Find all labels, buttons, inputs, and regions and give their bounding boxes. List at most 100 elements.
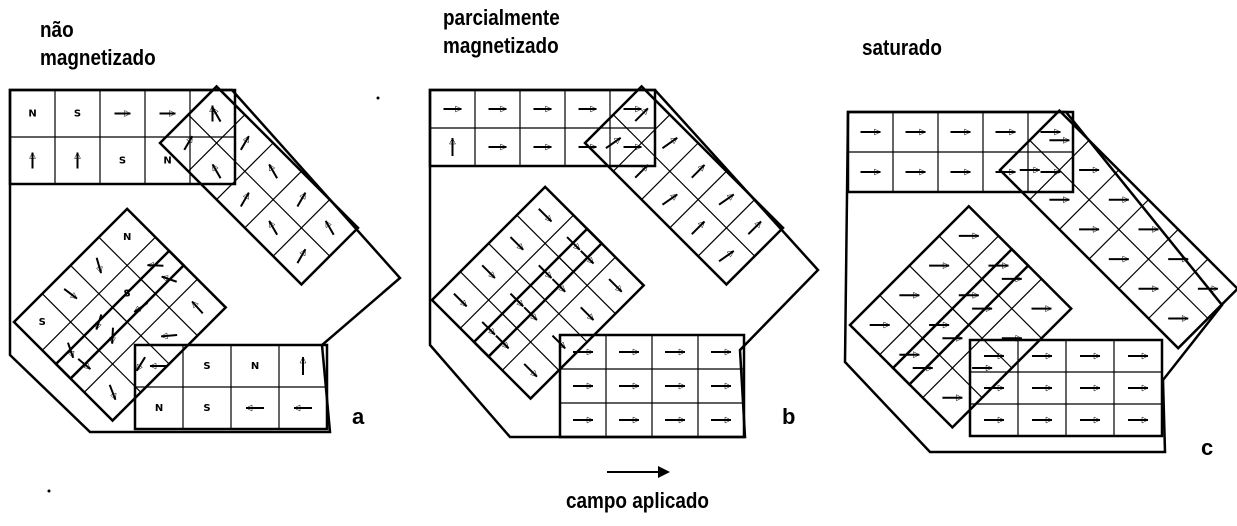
magnetization-arrow-icon [929, 262, 950, 270]
arrow-shaft [509, 236, 524, 251]
magnetization-arrow-icon [634, 164, 649, 179]
magnetization-arrow-icon [661, 193, 678, 206]
magnetization-arrow-icon [74, 151, 81, 169]
grid-line [669, 170, 727, 229]
grid-line [459, 214, 574, 329]
arrow-head [1009, 168, 1017, 176]
arrow-shaft [551, 278, 566, 293]
magnetization-arrow-icon [718, 193, 735, 206]
magnetization-arrow-icon [1080, 416, 1101, 424]
arrow-shaft [691, 164, 706, 179]
magnetization-arrow-icon [605, 137, 622, 149]
magnetization-arrow-icon [619, 416, 640, 424]
magnetization-arrow-icon [1049, 136, 1070, 144]
arrow-head [572, 242, 581, 251]
arrow-head [724, 348, 732, 356]
arrow-head [919, 128, 927, 136]
arrow-shaft [718, 193, 735, 206]
arrow-head [614, 284, 623, 293]
arrow-head [268, 163, 276, 172]
arrow-shaft [523, 306, 538, 321]
magnetization-arrow-icon [1032, 384, 1053, 392]
arrow-head [613, 137, 622, 145]
arrow-head [83, 362, 91, 370]
arrow-head [926, 364, 934, 372]
magnetization-arrow-icon [135, 356, 146, 372]
arrow-head [972, 232, 980, 240]
magnetization-arrow-icon [580, 306, 595, 321]
magnetization-arrow-icon [665, 416, 686, 424]
magnetization-arrow-icon [860, 128, 882, 136]
arrow-shaft [747, 220, 762, 235]
magnetization-arrow-icon [573, 382, 594, 390]
arrow-head [964, 128, 972, 136]
speck-dot [376, 96, 380, 100]
magnetization-arrow-icon [1040, 128, 1062, 136]
arrow-shaft [453, 292, 468, 308]
domain-pole-label: S [74, 109, 81, 120]
domain-pole-label: S [203, 403, 210, 414]
grid-line [1058, 169, 1120, 230]
grain-outline [968, 338, 1164, 438]
arrow-shaft [161, 334, 178, 338]
arrow-head [985, 305, 993, 313]
arrow-head [641, 164, 649, 172]
grid-line [641, 142, 699, 200]
magnetization-arrow-icon [495, 334, 510, 350]
magnetization-arrow-icon [183, 135, 194, 151]
arrow-head [488, 327, 496, 336]
magnetization-arrow-icon [114, 110, 132, 117]
arrow-shaft [95, 257, 103, 274]
domain-pole-label: N [123, 232, 131, 243]
arrow-head [942, 262, 950, 270]
arrow-head [109, 337, 116, 345]
arrow-head [726, 194, 735, 201]
grain-outline [133, 343, 329, 431]
magnetization-arrow-icon [29, 151, 36, 169]
magnetization-arrow-icon [899, 291, 920, 299]
arrow-head [1054, 168, 1062, 176]
arrow-shaft [324, 220, 335, 236]
arrow-shaft [718, 250, 735, 263]
magnetization-arrow-icon [211, 107, 222, 123]
grid-line [83, 278, 198, 393]
magnetization-arrow-icon [950, 128, 972, 136]
arrow-head [1152, 225, 1160, 233]
magnetization-arrow-icon [160, 332, 178, 340]
magnetization-arrow-icon [533, 105, 553, 113]
magnetization-arrow-icon [296, 248, 307, 264]
arrow-shaft [608, 278, 623, 293]
panel-b-letter: b [782, 404, 796, 429]
magnetization-arrow-icon [239, 192, 250, 207]
grid-line [1148, 258, 1209, 319]
arrow-head [69, 292, 78, 299]
arrow-head [590, 105, 598, 113]
grain-outline [891, 247, 1073, 430]
arrow-head [635, 105, 643, 113]
arrow-head [678, 348, 686, 356]
magnetization-arrow-icon [665, 382, 686, 390]
magnetization-arrow-icon [608, 278, 623, 293]
magnetization-arrow-icon [747, 220, 762, 235]
arrow-head [186, 135, 193, 144]
arrow-shaft [268, 163, 279, 179]
magnetization-arrow-icon [1032, 352, 1053, 360]
arrow-head [212, 163, 219, 172]
arrow-head [697, 164, 705, 172]
arrow-head [299, 356, 307, 364]
arrow-head [874, 128, 882, 136]
grain-outline [158, 84, 360, 287]
panel-c-title-line1: saturado [862, 35, 942, 60]
arrow-head [1122, 255, 1130, 263]
arrow-shaft [523, 363, 538, 378]
magnetization-arrow-icon [1080, 352, 1101, 360]
arrow-head [1033, 166, 1041, 174]
arrow-head [1122, 196, 1130, 204]
arrow-head [558, 284, 566, 293]
magnetization-arrow-icon [149, 362, 168, 370]
arrow-head [678, 382, 686, 390]
magnetization-arrow-icon [488, 105, 508, 113]
magnetization-arrow-icon [711, 382, 732, 390]
arrow-head [913, 291, 920, 299]
